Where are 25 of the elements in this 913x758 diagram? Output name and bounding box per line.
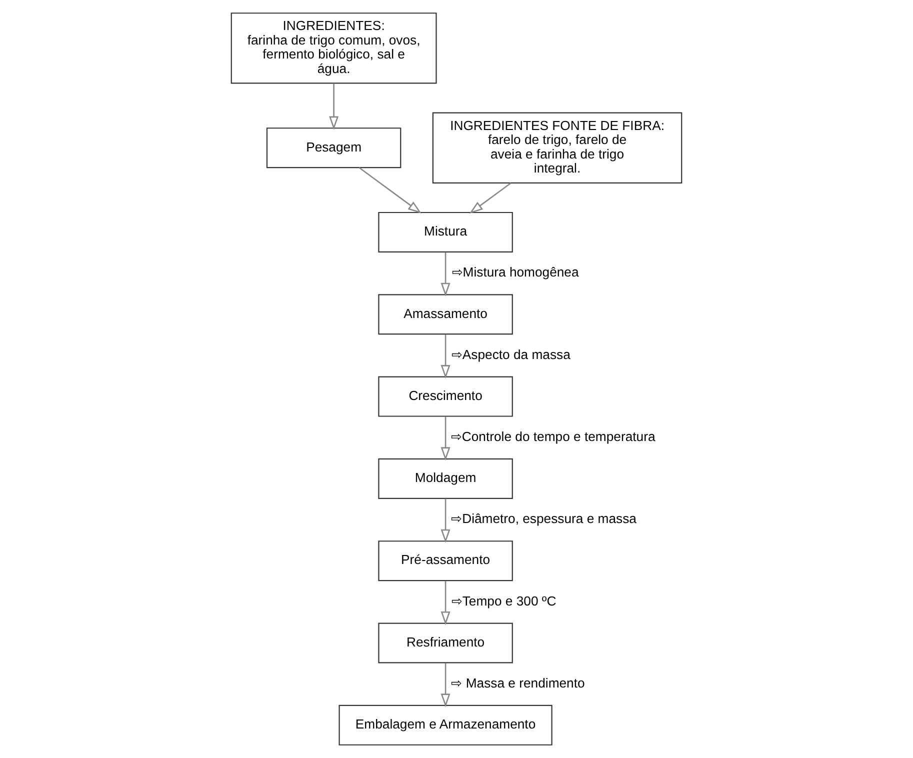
arrow [358, 167, 422, 214]
arrow [440, 252, 450, 296]
edge-label: ⇨Aspecto da massa [451, 346, 570, 362]
node-box: Moldagem [378, 458, 513, 499]
edge-label: ⇨ Massa e rendimento [451, 675, 585, 690]
node-box: Amassamento [378, 294, 513, 335]
arrow [329, 83, 339, 130]
edge-label: ⇨Mistura homogênea [452, 264, 579, 280]
edge-label: ⇨Controle do tempo e temperatura [450, 429, 656, 444]
node-box: Embalagem e Armazenamento [338, 704, 552, 746]
node-box: INGREDIENTES FONTE DE FIBRA: farelo de trigo, farelo de aveia e farinha de trigo integral. [432, 112, 682, 184]
node-box: Mistura [378, 212, 513, 252]
arrow [440, 663, 450, 708]
arrow [440, 334, 450, 379]
edge-label: ⇨Diâmetro, espessura e massa [451, 511, 636, 526]
node-box: Resfriamento [378, 622, 513, 664]
edge-label: ⇨Tempo e 300 ºC [451, 593, 556, 608]
node-box: INGREDIENTES: farinha de trigo comum, ovos, fermento biológico, sal e água. [230, 12, 437, 84]
node-box: Pré-assamento [378, 540, 513, 582]
node-box: Crescimento [378, 376, 513, 417]
node-box: Pesagem [266, 128, 402, 168]
arrow [440, 498, 450, 543]
arrow [440, 416, 450, 461]
arrow [469, 182, 512, 214]
arrow [440, 580, 450, 626]
